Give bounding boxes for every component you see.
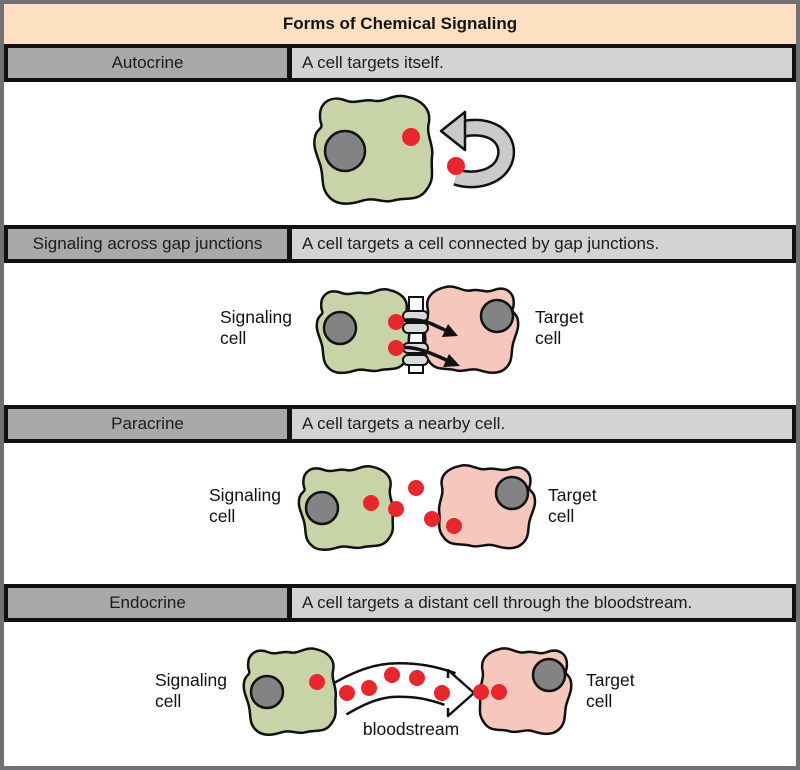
signaling-cell-label: Signaling cell [220, 307, 292, 348]
nucleus [304, 490, 340, 526]
gap-junction-illustration: Signaling cell Target cell [4, 263, 796, 405]
row-label-endocrine: Endocrine [8, 588, 292, 618]
ligand-dot [473, 684, 489, 700]
row-label-paracrine: Paracrine [8, 409, 292, 439]
target-cell-label: Target cell [548, 485, 597, 526]
nucleus [323, 129, 367, 173]
row-header-autocrine: Autocrine A cell targets itself. [4, 44, 796, 82]
ligand-dot [339, 685, 355, 701]
nucleus [494, 475, 530, 511]
endocrine-diagram [4, 622, 796, 766]
target-cell-label: Target cell [535, 307, 584, 348]
ligand-dot [402, 128, 420, 146]
row-header-endocrine: Endocrine A cell targets a distant cell … [4, 584, 796, 622]
nucleus [479, 298, 515, 334]
figure-title: Forms of Chemical Signaling [4, 4, 796, 44]
nucleus [322, 310, 358, 346]
loop-arrowhead-icon [439, 110, 467, 152]
ligand-dot [361, 680, 377, 696]
ligand-dot [408, 480, 424, 496]
autocrine-diagram [4, 82, 516, 225]
row-desc-gap-junctions: A cell targets a cell connected by gap j… [292, 229, 792, 259]
gap-junction-channel-icon [402, 322, 429, 334]
ligand-dot [388, 314, 404, 330]
row-header-gap-junctions: Signaling across gap junctions A cell ta… [4, 225, 796, 263]
row-desc-paracrine: A cell targets a nearby cell. [292, 409, 792, 439]
bloodstream-label: bloodstream [362, 719, 460, 739]
row-header-paracrine: Paracrine A cell targets a nearby cell. [4, 405, 796, 443]
row-desc-autocrine: A cell targets itself. [292, 48, 792, 78]
ligand-dot [447, 157, 465, 175]
paracrine-illustration: Signaling cell Target cell [4, 443, 796, 584]
ligand-dot [388, 501, 404, 517]
target-cell-label: Target cell [586, 670, 635, 711]
nucleus [531, 657, 567, 693]
paracrine-diagram [4, 443, 796, 584]
signaling-cell-label: Signaling cell [209, 485, 281, 526]
transfer-arrowhead-icon [442, 324, 458, 337]
signaling-cell-shape [314, 96, 432, 204]
autocrine-illustration [4, 82, 796, 225]
gap-junction-channel-icon [402, 354, 429, 366]
transfer-arrow [396, 318, 448, 333]
ligand-dot [384, 667, 400, 683]
signaling-cell-shape [299, 466, 393, 550]
gap-junction-diagram [4, 263, 796, 374]
endocrine-illustration: Signaling cell Target cell bloodstream [4, 622, 796, 766]
ligand-dot [409, 670, 425, 686]
transfer-arrow [396, 345, 449, 363]
loop-arrow-body [454, 121, 513, 186]
row-label-autocrine: Autocrine [8, 48, 292, 78]
ligand-dot [434, 685, 450, 701]
row-label-gap-junctions: Signaling across gap junctions [8, 229, 292, 259]
signaling-cell-label: Signaling cell [155, 670, 227, 711]
signaling-cell-shape [244, 648, 336, 734]
ligand-dot [424, 511, 440, 527]
ligand-dot [491, 684, 507, 700]
transfer-arrowhead-icon [443, 354, 460, 367]
row-desc-endocrine: A cell targets a distant cell through th… [292, 588, 792, 618]
ligand-dot [309, 674, 325, 690]
ligand-dot [363, 495, 379, 511]
ligand-dot [446, 518, 462, 534]
ligand-dot [388, 340, 404, 356]
nucleus [249, 674, 285, 710]
